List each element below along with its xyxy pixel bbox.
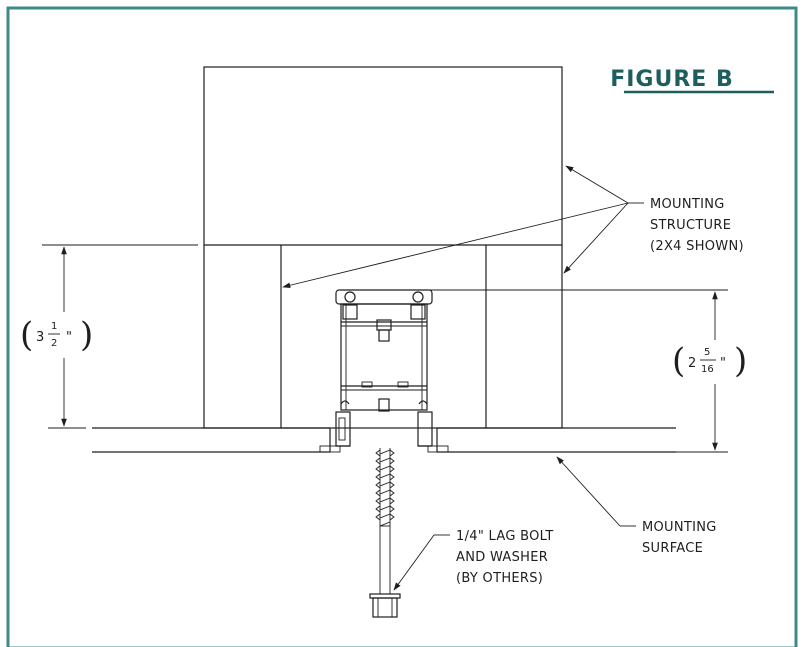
dimension-right-paren-close: ) bbox=[734, 341, 747, 381]
callout-lag-bolt-line1: 1/4" LAG BOLT bbox=[456, 529, 554, 544]
dimension-right-unit: " bbox=[720, 356, 726, 371]
mounting-structure bbox=[203, 66, 563, 429]
dimension-left-numerator: 1 bbox=[51, 321, 57, 332]
dimension-right-numerator: 5 bbox=[704, 347, 710, 358]
dimension-right-paren-open: ( bbox=[672, 341, 685, 381]
dimension-left-unit: " bbox=[66, 330, 72, 345]
extrusion-profile bbox=[319, 289, 449, 453]
dimension-right bbox=[416, 289, 728, 453]
dimension-left-paren-open: ( bbox=[20, 315, 33, 355]
callout-mounting-structure-line1: MOUNTING bbox=[650, 197, 725, 212]
callout-lag-bolt-line2: AND WASHER bbox=[456, 550, 548, 565]
callout-mounting-structure-line2: STRUCTURE bbox=[650, 218, 731, 233]
dimension-right-denominator: 16 bbox=[701, 364, 714, 375]
leader-mounting-surface bbox=[556, 456, 636, 527]
leader-mounting-structure bbox=[282, 165, 644, 289]
callout-mounting-surface-line2: SURFACE bbox=[642, 541, 703, 556]
figure-title: FIGURE B bbox=[610, 67, 734, 92]
callout-mounting-structure-line3: (2X4 SHOWN) bbox=[650, 239, 744, 254]
drawing-frame bbox=[6, 6, 798, 647]
lag-bolt bbox=[369, 448, 401, 618]
dimension-right-whole: 2 bbox=[688, 356, 696, 371]
dimension-left-denominator: 2 bbox=[51, 338, 57, 349]
callout-mounting-surface-line1: MOUNTING bbox=[642, 520, 717, 535]
dimension-left bbox=[42, 244, 198, 429]
mounting-surface bbox=[92, 427, 676, 453]
callout-lag-bolt-line3: (BY OTHERS) bbox=[456, 571, 543, 586]
dimension-left-paren-close: ) bbox=[80, 315, 93, 355]
leader-lag-bolt bbox=[393, 534, 450, 591]
dimension-left-whole: 3 bbox=[36, 330, 44, 345]
